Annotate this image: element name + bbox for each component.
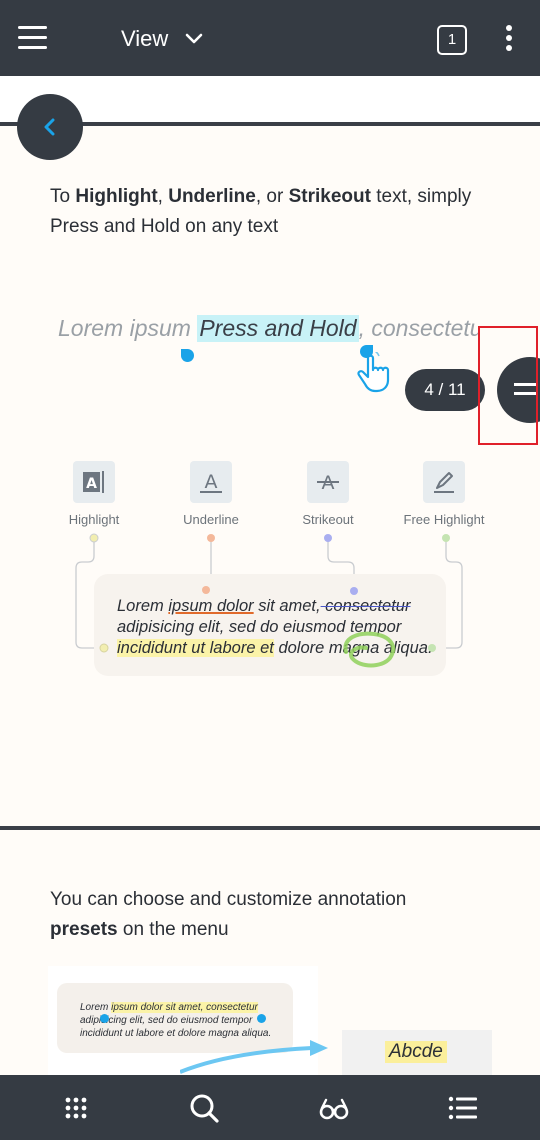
hamburger-menu-icon[interactable] [18, 24, 48, 52]
tool-highlight: A Highlight [44, 461, 144, 527]
page-indicator: 4 / 11 [405, 369, 485, 411]
grid-icon[interactable] [60, 1092, 92, 1124]
bottom-toolbar [0, 1075, 540, 1140]
instruction-text: To Highlight, Underline, or Strikeout te… [50, 186, 472, 237]
thumb-handle-right [257, 1014, 266, 1023]
pen-icon [423, 461, 465, 503]
highlight-icon: A [73, 461, 115, 503]
thumb-handle-left [100, 1014, 109, 1023]
chevron-left-icon [44, 118, 55, 136]
preset-preview-text: Abcde [385, 1041, 447, 1063]
page-divider [0, 122, 540, 126]
thumbnail-card [57, 983, 293, 1053]
tap-hand-icon [357, 352, 390, 393]
tool-label: Underline [183, 512, 239, 527]
tool-label: Strikeout [302, 512, 354, 527]
tool-label: Highlight [68, 512, 120, 527]
underline-icon: A [190, 461, 232, 503]
back-button[interactable] [17, 94, 83, 160]
selection-handle-left [181, 349, 194, 362]
press-hold-demo: Lorem ipsum Press and Hold, consectetur [58, 315, 478, 342]
annotated-sample-text: Lorem ipsum dolor sit amet, consectetur … [117, 597, 433, 657]
strikeout-icon: A [307, 461, 349, 503]
arrow-icon [180, 1040, 328, 1074]
page-divider [0, 826, 540, 830]
list-icon[interactable] [447, 1092, 479, 1124]
connector-dots [99, 586, 436, 653]
chevron-down-icon[interactable] [185, 30, 203, 48]
tool-underline: A Underline [161, 461, 261, 527]
tool-label: Free Highlight [403, 512, 485, 527]
tool-free-highlight: Free Highlight [394, 461, 494, 527]
svg-text:A: A [205, 471, 218, 493]
more-vertical-icon[interactable] [504, 25, 514, 53]
free-highlight-scribble [343, 631, 396, 668]
svg-text:A: A [86, 476, 97, 492]
thumbnail-text: Lorem ipsum dolor sit amet, consectetur … [80, 1002, 272, 1039]
search-icon[interactable] [188, 1092, 220, 1124]
top-app-bar: View 1 [0, 0, 540, 76]
connector-lines [75, 533, 463, 649]
selected-text: Press and Hold [197, 315, 359, 342]
page-count-button[interactable]: 1 [437, 25, 467, 55]
reading-glasses-icon[interactable] [318, 1092, 350, 1124]
view-mode-label[interactable]: View [121, 26, 169, 51]
tool-strikeout: A Strikeout [278, 461, 378, 527]
